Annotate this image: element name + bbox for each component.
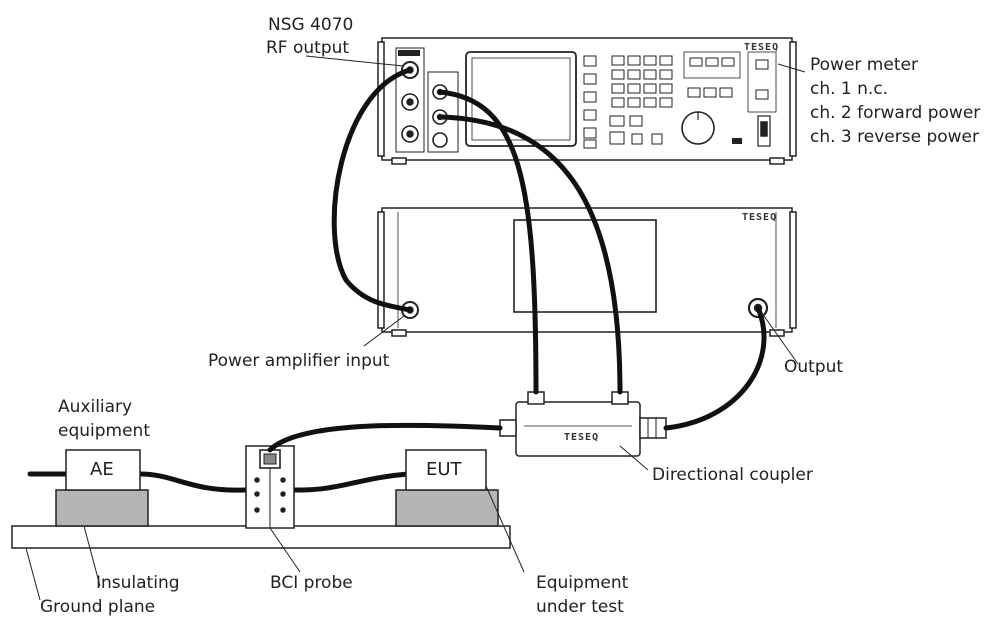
coupler-brand: TESEQ <box>564 432 600 443</box>
cable-coupler-to-bci-probe <box>267 422 503 453</box>
insulating-label: Insulating <box>96 573 180 593</box>
directional-coupler-label: Directional coupler <box>652 465 813 485</box>
amplifier-brand: TESEQ <box>742 212 778 223</box>
nsg-4070-unit <box>377 37 797 165</box>
insulating-block-ae <box>55 489 149 527</box>
bci-probe-label: BCI probe <box>270 573 353 593</box>
amplifier-input-label: Power amplifier input <box>208 351 390 371</box>
eut-box <box>405 449 487 491</box>
ae-box-label: AE <box>90 459 114 480</box>
nsg-rf-output-connector <box>401 61 419 79</box>
power-meter-ch2-label: ch. 2 forward power <box>810 103 981 123</box>
power-meter-ch3-label: ch. 3 reverse power <box>810 127 979 147</box>
rf-cables <box>267 67 767 453</box>
equipment-under-test-line2: under test <box>536 597 624 617</box>
equipment-boxes <box>65 449 487 491</box>
cable-nsg-to-amplifier <box>331 67 413 313</box>
output-label: Output <box>784 357 844 377</box>
ae-box <box>65 449 141 491</box>
power-amplifier-unit <box>377 207 797 337</box>
power-meter-title-label: Power meter <box>810 55 918 75</box>
insulating-block-eut <box>395 489 499 527</box>
leader-lines <box>25 55 806 601</box>
auxiliary-label: Auxiliary <box>58 397 133 417</box>
ground-plane-label: Ground plane <box>40 597 156 617</box>
equipment-under-test-line1: Equipment <box>536 573 629 593</box>
nsg-title-label: NSG 4070 <box>268 15 354 35</box>
amplifier-output-connector <box>747 297 769 319</box>
bci-probe-device <box>245 445 295 529</box>
equipment-label: equipment <box>58 421 150 441</box>
nsg-brand: TESEQ <box>744 42 780 53</box>
power-meter-ch1-label: ch. 1 n.c. <box>810 79 889 99</box>
ground-plane-table <box>11 489 511 549</box>
cable-coupler-reverse-to-meter <box>437 114 623 395</box>
cable-coupler-forward-to-meter <box>437 89 539 395</box>
eut-box-label: EUT <box>426 459 462 480</box>
directional-coupler-device <box>499 391 667 457</box>
amplifier-display-window <box>513 219 657 313</box>
cable-amplifier-output-to-coupler <box>663 305 767 431</box>
nsg-rf-output-label: RF output <box>266 38 350 58</box>
